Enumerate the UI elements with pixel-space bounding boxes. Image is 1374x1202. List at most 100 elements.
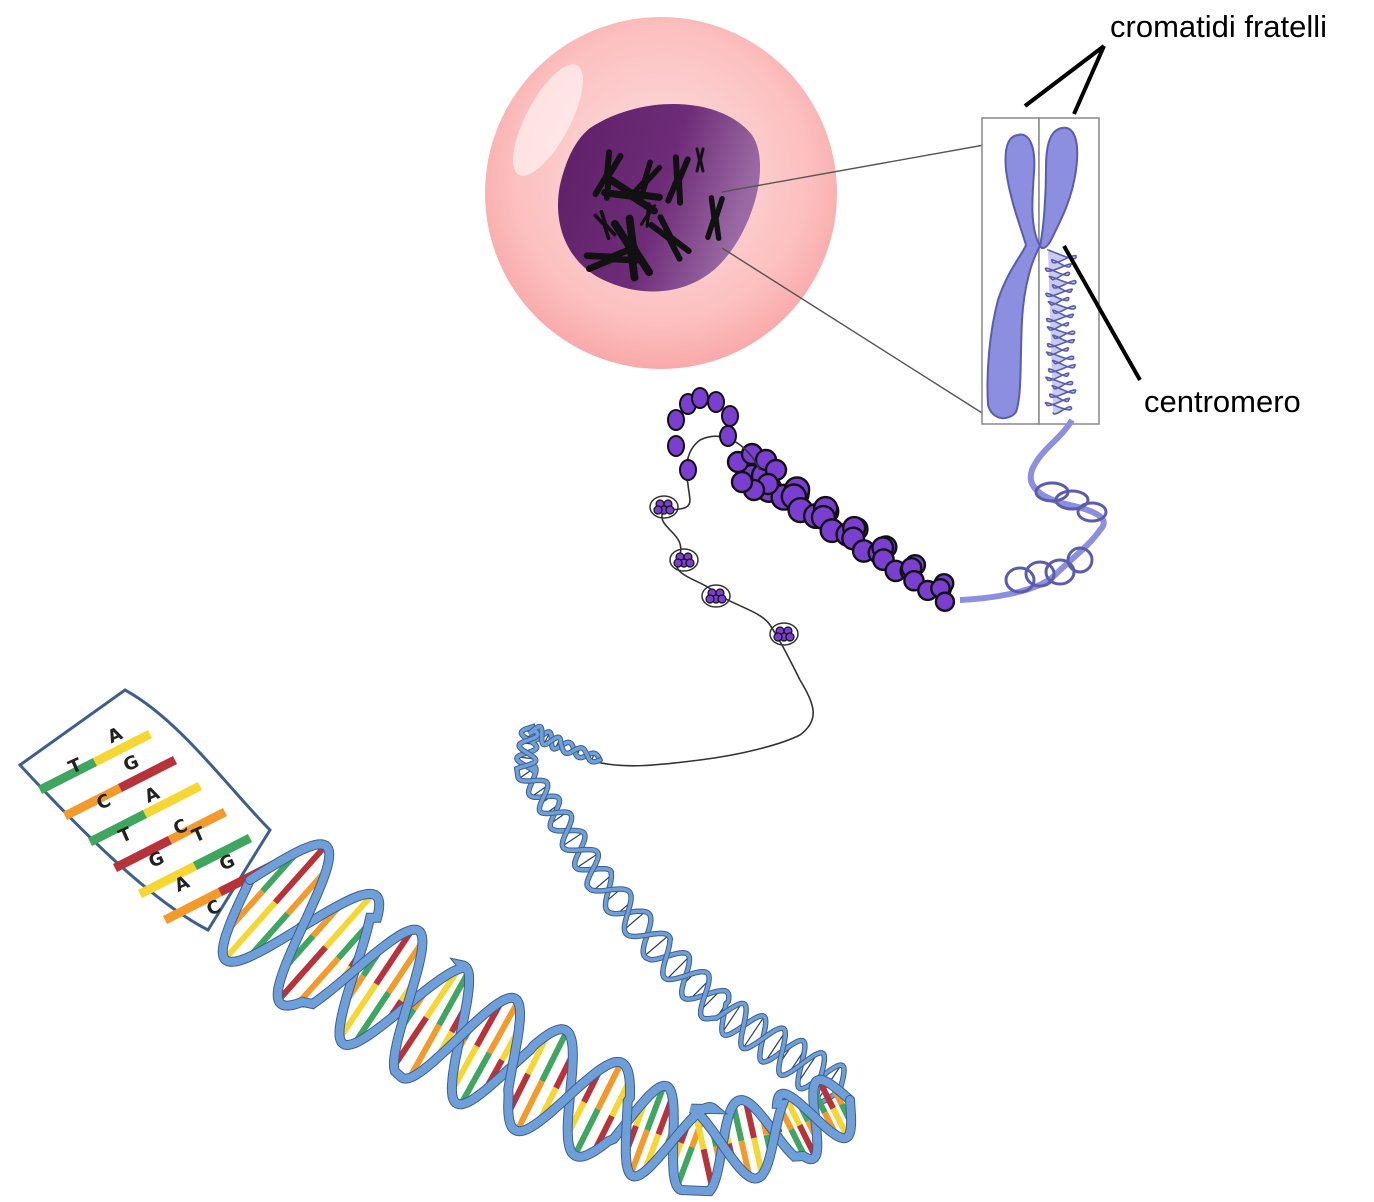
zoom-line-bottom	[721, 247, 991, 419]
chromatin-coil-loops	[1004, 481, 1108, 594]
helix-base	[486, 1000, 521, 1055]
helix-strand	[246, 840, 856, 1183]
helix-base	[514, 1079, 545, 1133]
label-sister-chromatids-text: cromatidi fratelli	[1110, 9, 1327, 44]
label-centromere: centromero	[1062, 245, 1301, 419]
helix-base	[539, 1029, 570, 1083]
zoom-line-top	[721, 139, 1013, 193]
condensed-chromosome	[639, 202, 657, 228]
helix-strand	[514, 724, 842, 1104]
helix-base	[323, 892, 375, 950]
condensed-chromosome	[648, 214, 692, 262]
fiber-loop	[1024, 560, 1056, 588]
helix-rung	[562, 831, 584, 847]
helix-rung	[592, 874, 612, 891]
condensed-chromosomes	[583, 147, 725, 282]
ladder-base	[87, 809, 148, 847]
nucleosome-cluster-loop	[669, 548, 699, 572]
nucleosome-bead	[653, 505, 663, 515]
helix-rung	[666, 956, 690, 980]
fiber-loop	[1066, 546, 1094, 574]
ladder-base	[92, 729, 153, 767]
helix-base	[337, 982, 379, 1040]
helix-rung	[575, 853, 599, 869]
pointer-line-centromere	[1062, 245, 1142, 381]
pointer-line-chromatid-left	[1023, 44, 1106, 108]
chromosome-arm	[695, 147, 705, 173]
cell	[485, 17, 837, 369]
chromosome-arm	[593, 209, 617, 241]
dna-helix-thin	[513, 723, 847, 1105]
chromosome-arm	[583, 243, 641, 273]
helix-base	[436, 970, 471, 1027]
chromosome-arm	[665, 154, 691, 206]
helix-rung	[764, 1031, 786, 1063]
nucleosome-cluster-loop	[769, 622, 799, 646]
helix-base	[595, 1061, 624, 1111]
helix-base	[407, 1023, 442, 1080]
nucleosome-bead	[685, 558, 695, 568]
chromosome-arm	[639, 202, 657, 228]
chromatin-squiggle	[1044, 249, 1077, 415]
zoom-lines	[721, 139, 1013, 419]
helix-rung	[623, 911, 646, 930]
solenoid-30nm-fiber	[726, 442, 956, 612]
helix-rung	[742, 1016, 765, 1049]
helix-base	[391, 1015, 429, 1068]
nucleosome-bead	[705, 594, 715, 604]
chromatin-fiber	[589, 387, 1108, 767]
label-sister-chromatids: cromatidi fratelli	[1023, 9, 1327, 115]
chromosome-arm	[705, 195, 725, 241]
condensed-chromosome	[665, 154, 691, 206]
ladder-open-end	[17, 688, 278, 932]
nucleosomes	[649, 387, 799, 646]
helix-base	[222, 900, 278, 962]
nucleosome	[679, 459, 697, 481]
ladder-base	[142, 781, 203, 819]
condensed-chromosome	[705, 195, 725, 241]
nucleosome	[691, 387, 709, 409]
nucleosome	[719, 425, 737, 447]
nucleosome	[667, 409, 685, 431]
helix-base	[373, 928, 415, 986]
helix-base	[572, 1107, 601, 1157]
helix-base	[458, 1051, 493, 1106]
ladder-base	[62, 783, 123, 821]
ladder-base	[167, 807, 228, 845]
chromosome-arm	[648, 214, 692, 262]
helix-base	[272, 843, 328, 905]
nucleosome-bead	[665, 505, 675, 515]
helix-rung	[643, 935, 669, 957]
label-centromere-text: centromero	[1144, 384, 1301, 419]
nucleosome-cluster-loop	[649, 495, 679, 519]
helix-base	[627, 1129, 651, 1176]
nucleosome	[707, 391, 725, 413]
nucleosome	[667, 435, 685, 457]
chromatid-left	[986, 133, 1042, 420]
fiber-loop	[1054, 489, 1090, 511]
nucleosome-bead	[785, 632, 795, 642]
helix-base	[423, 967, 462, 1020]
condensed-chromosome	[627, 159, 663, 205]
condensed-chromosome	[695, 147, 705, 173]
chromosome-zoom	[981, 117, 1100, 425]
nucleosome-cluster-loop	[701, 584, 731, 608]
pointer-line-chromatid-right	[1072, 45, 1106, 115]
condensed-chromosome	[593, 209, 617, 241]
helix-base	[276, 945, 328, 1003]
nucleosome	[721, 405, 739, 427]
cell-highlight	[513, 64, 583, 176]
uncoiled-chromatin-right	[1044, 249, 1077, 415]
helix-base	[295, 956, 341, 1006]
ladder-base	[162, 887, 223, 925]
chromosome-arm	[627, 159, 663, 205]
solenoid-nucleosome	[934, 591, 956, 612]
ladder-base	[192, 833, 253, 871]
nucleosome-bead	[673, 558, 683, 568]
fiber-loop	[1004, 566, 1036, 594]
condensed-chromosome	[583, 243, 641, 273]
fiber-loop	[1076, 501, 1108, 523]
helix-base	[644, 1084, 667, 1132]
ladder-base	[112, 835, 173, 873]
